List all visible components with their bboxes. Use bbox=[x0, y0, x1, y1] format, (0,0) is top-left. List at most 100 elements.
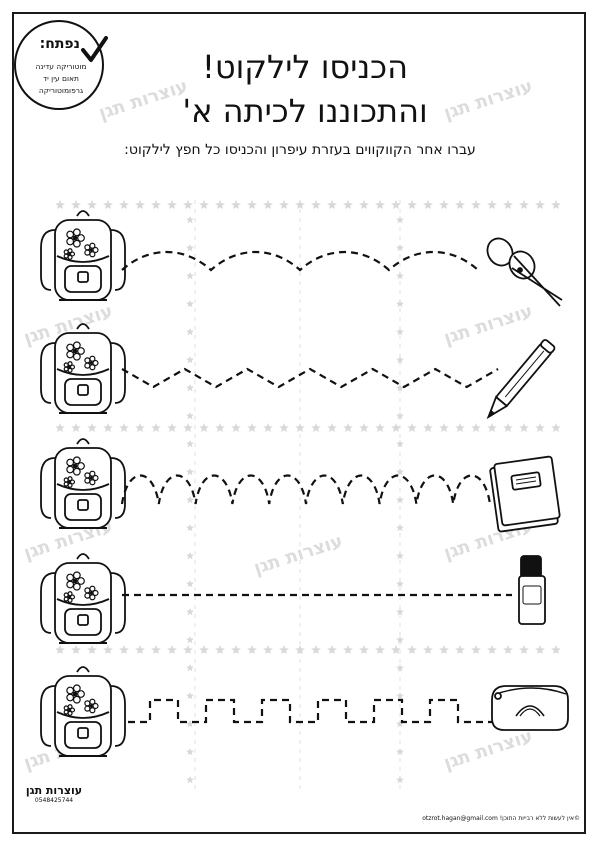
footer-phone: 0548425744 bbox=[34, 797, 74, 804]
star-icon bbox=[186, 300, 194, 308]
star-icon bbox=[423, 200, 433, 209]
star-icon bbox=[186, 412, 194, 420]
badge-title: נפתח: bbox=[39, 36, 80, 52]
star-icon bbox=[231, 200, 241, 209]
star-icon bbox=[119, 645, 129, 654]
star-icon bbox=[487, 423, 497, 432]
star-icon bbox=[103, 645, 113, 654]
badge-line-3: גרפומוטוריקה bbox=[38, 86, 84, 95]
backpack-icon bbox=[40, 553, 126, 644]
star-icon bbox=[186, 720, 194, 728]
tracing-path-wave[interactable] bbox=[121, 251, 479, 272]
star-icon bbox=[551, 645, 561, 654]
star-icon bbox=[186, 440, 194, 448]
star-icon bbox=[396, 720, 404, 728]
star-icon bbox=[247, 645, 257, 654]
star-icon bbox=[396, 608, 404, 616]
star-icon bbox=[186, 608, 194, 616]
star-icon bbox=[186, 216, 194, 224]
star-icon bbox=[263, 645, 273, 654]
star-icon bbox=[396, 384, 404, 392]
star-icon bbox=[455, 423, 465, 432]
star-icon bbox=[327, 423, 337, 432]
star-icon bbox=[471, 200, 481, 209]
star-icon bbox=[391, 645, 401, 654]
star-icon bbox=[135, 200, 145, 209]
star-icon bbox=[279, 200, 289, 209]
star-icon bbox=[375, 645, 385, 654]
title-line-1: הכניסו לילקוט! bbox=[202, 48, 408, 86]
star-icon bbox=[186, 496, 194, 504]
star-icon bbox=[439, 200, 449, 209]
star-icon bbox=[71, 423, 81, 432]
star-icon bbox=[151, 423, 161, 432]
star-icon bbox=[396, 356, 404, 364]
star-icon bbox=[359, 423, 369, 432]
star-icon bbox=[311, 200, 321, 209]
footer-logo-text: עוצרות תגן bbox=[25, 784, 83, 797]
pencil-case-icon bbox=[491, 685, 569, 731]
star-icon bbox=[359, 200, 369, 209]
star-icon bbox=[311, 645, 321, 654]
star-icon bbox=[87, 645, 97, 654]
star-icon bbox=[391, 200, 401, 209]
footer-logo: עוצרות תגן 0548425744 bbox=[24, 784, 84, 804]
star-icon bbox=[551, 423, 561, 432]
star-icon bbox=[186, 636, 194, 644]
star-icon bbox=[396, 776, 404, 784]
star-icon bbox=[186, 664, 194, 672]
star-icon bbox=[396, 272, 404, 280]
star-icon bbox=[186, 776, 194, 784]
star-icon bbox=[247, 423, 257, 432]
star-icon bbox=[396, 636, 404, 644]
star-icon bbox=[103, 200, 113, 209]
star-icon bbox=[55, 423, 65, 432]
backpack-icon bbox=[40, 666, 126, 757]
star-icon bbox=[535, 423, 545, 432]
star-icon bbox=[135, 423, 145, 432]
scissors-icon bbox=[486, 237, 563, 307]
star-icon bbox=[186, 748, 194, 756]
star-icon bbox=[519, 645, 529, 654]
star-icon bbox=[183, 645, 193, 654]
star-icon bbox=[519, 200, 529, 209]
star-icon bbox=[391, 423, 401, 432]
star-icon bbox=[343, 200, 353, 209]
star-icon bbox=[503, 200, 513, 209]
star-icon bbox=[71, 645, 81, 654]
star-icon bbox=[327, 645, 337, 654]
star-icon bbox=[375, 200, 385, 209]
star-icon bbox=[167, 645, 177, 654]
star-icon bbox=[471, 645, 481, 654]
tracing-path-square-wave[interactable] bbox=[128, 698, 500, 724]
tracing-path-loops[interactable] bbox=[120, 474, 492, 505]
star-icon bbox=[186, 356, 194, 364]
star-icon bbox=[186, 468, 194, 476]
backpack-icon bbox=[40, 438, 126, 529]
star-icon bbox=[396, 692, 404, 700]
star-icon bbox=[375, 423, 385, 432]
star-icon bbox=[71, 200, 81, 209]
star-icon bbox=[455, 645, 465, 654]
star-icon bbox=[396, 496, 404, 504]
star-icon bbox=[487, 645, 497, 654]
star-icon bbox=[186, 524, 194, 532]
star-icon bbox=[311, 423, 321, 432]
star-icon bbox=[423, 645, 433, 654]
star-icon bbox=[183, 200, 193, 209]
tracing-path-zigzag[interactable] bbox=[121, 367, 499, 389]
star-icon bbox=[186, 328, 194, 336]
star-icon bbox=[263, 423, 273, 432]
star-icon bbox=[396, 440, 404, 448]
star-icon bbox=[199, 423, 209, 432]
star-icon bbox=[396, 468, 404, 476]
star-icon bbox=[215, 645, 225, 654]
star-icon bbox=[247, 200, 257, 209]
star-icon bbox=[295, 423, 305, 432]
star-icon bbox=[503, 423, 513, 432]
star-icon bbox=[295, 200, 305, 209]
star-icon bbox=[87, 200, 97, 209]
instruction-text: עברו אחר הקווקווים בעזרת עיפרון והכניסו … bbox=[124, 142, 476, 158]
